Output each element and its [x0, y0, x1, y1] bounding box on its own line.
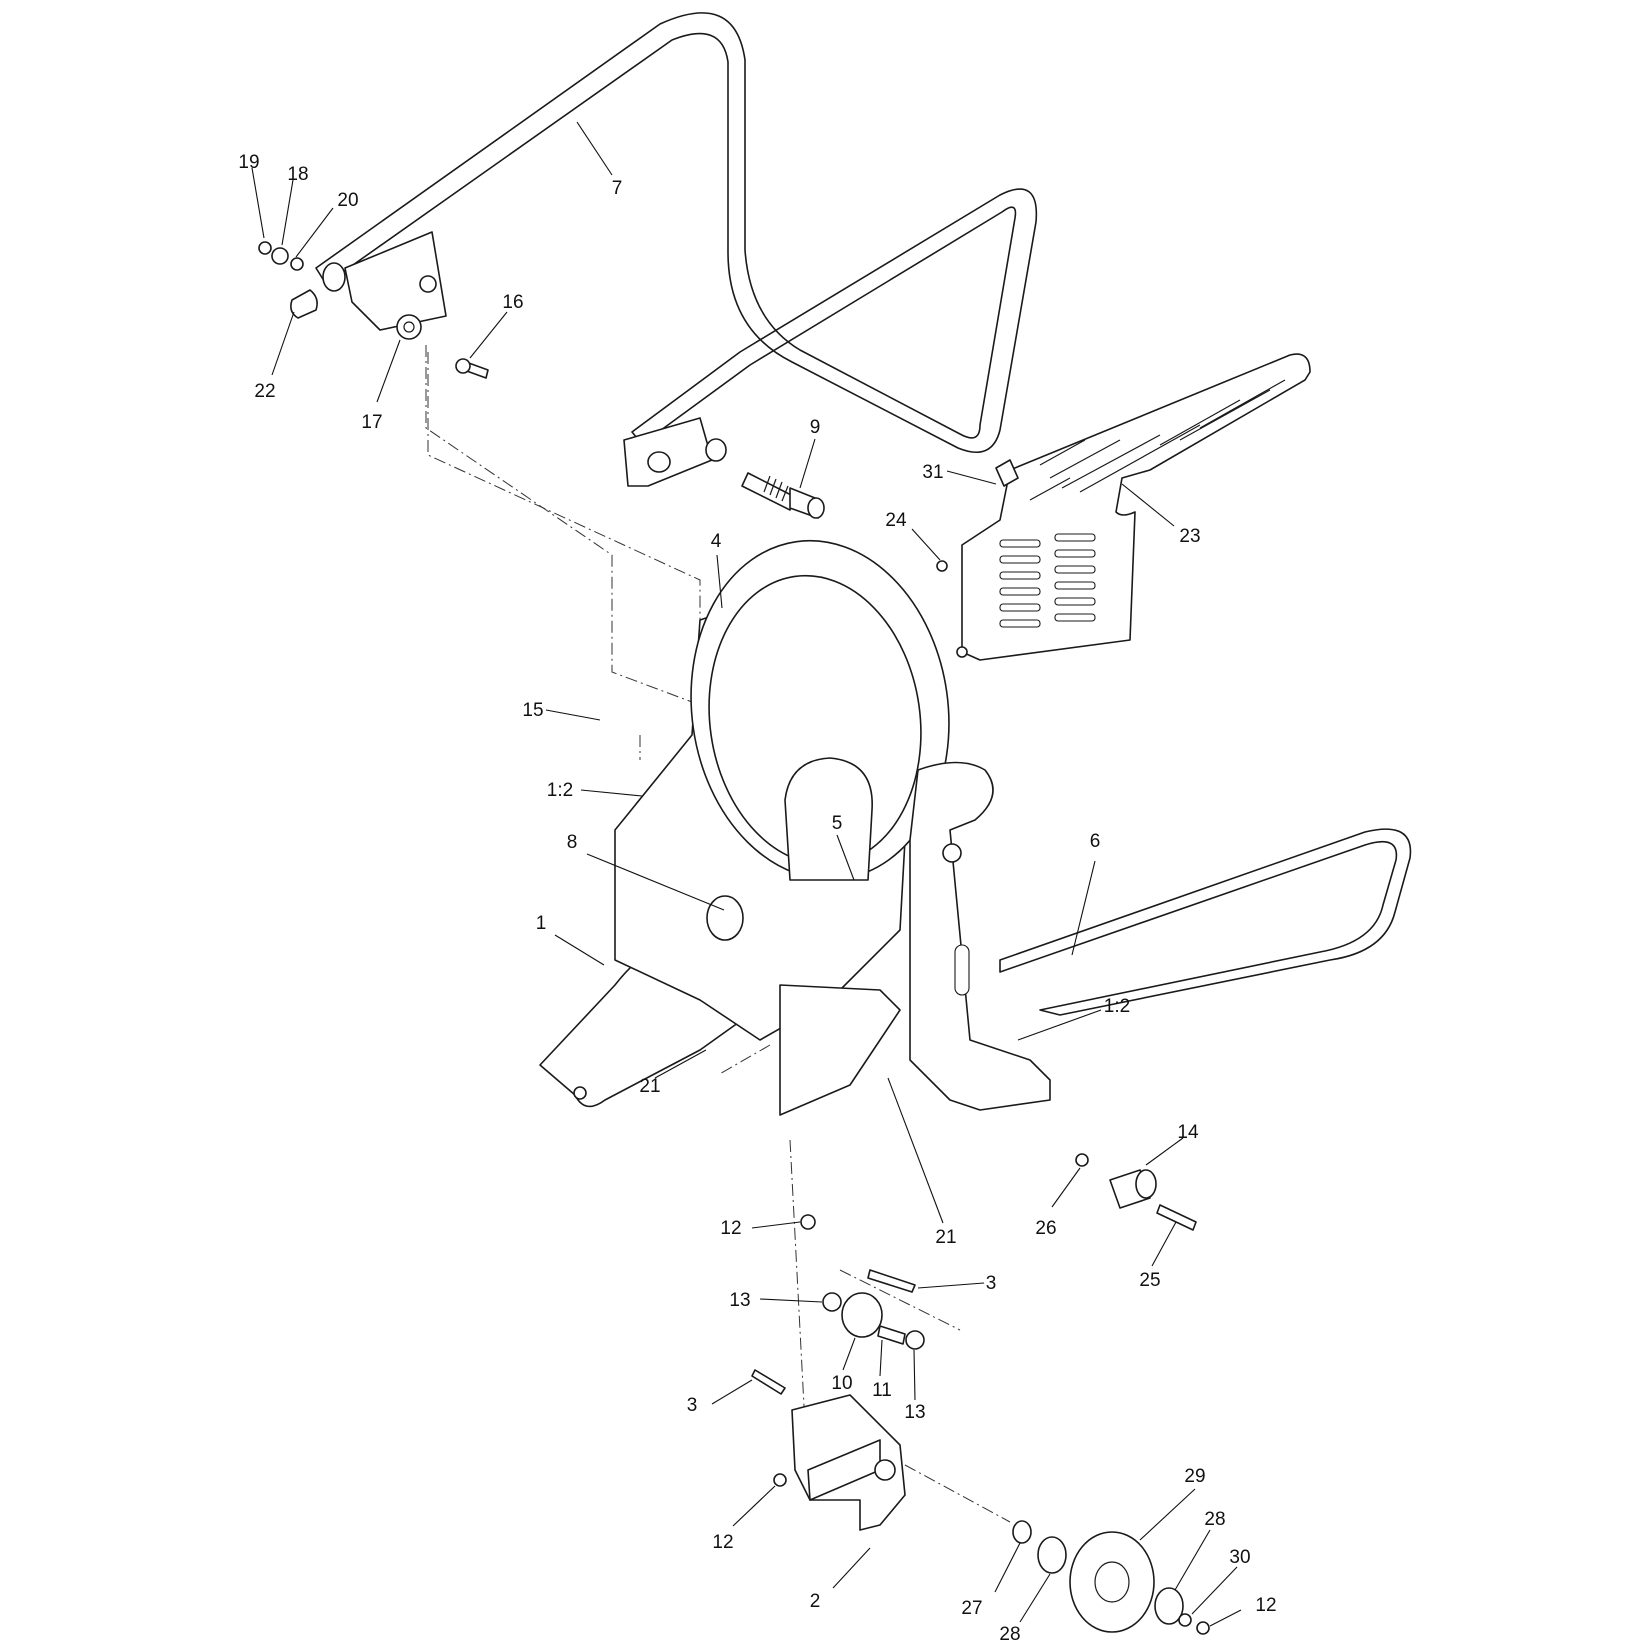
callout-27: 27 — [961, 1598, 982, 1619]
callout-18: 18 — [287, 164, 308, 185]
callout-9: 9 — [810, 417, 821, 438]
callout-1-2-a: 1:2 — [547, 780, 573, 801]
callout-3-b: 3 — [687, 1395, 698, 1416]
callout-31: 31 — [922, 462, 943, 483]
callout-14: 14 — [1177, 1122, 1199, 1143]
handle-hardware — [258, 241, 825, 519]
callout-16: 16 — [502, 292, 523, 313]
handle-bar — [315, 12, 1038, 487]
idler-bracket — [791, 1394, 906, 1531]
drive-belt — [999, 828, 1412, 1016]
callout-25: 25 — [1139, 1270, 1160, 1291]
callout-6: 6 — [1090, 831, 1101, 852]
callout-28-b: 28 — [999, 1624, 1020, 1642]
callout-24: 24 — [885, 510, 907, 531]
roller-hardware — [1075, 1153, 1197, 1231]
callout-21-b: 21 — [935, 1227, 956, 1248]
guard-slots — [999, 379, 1286, 628]
assembly-dash-lines — [425, 345, 1011, 1523]
callout-7: 7 — [612, 178, 623, 199]
callout-23: 23 — [1179, 526, 1200, 547]
callout-19: 19 — [238, 152, 259, 173]
callout-15: 15 — [522, 700, 543, 721]
callout-22: 22 — [254, 381, 275, 402]
callout-17: 17 — [361, 412, 382, 433]
callout-12-c: 12 — [1255, 1595, 1276, 1616]
callout-10: 10 — [831, 1373, 852, 1394]
callout-12-a: 12 — [720, 1218, 741, 1239]
callout-5: 5 — [832, 813, 843, 834]
callout-28-a: 28 — [1204, 1509, 1225, 1530]
callout-1-2-b: 1:2 — [1104, 996, 1130, 1017]
callout-12-b: 12 — [712, 1532, 733, 1553]
callout-4: 4 — [711, 531, 722, 552]
callout-leaders — [251, 121, 1242, 1627]
callout-11: 11 — [872, 1380, 892, 1401]
callout-1: 1 — [536, 913, 547, 934]
callout-2: 2 — [810, 1591, 821, 1612]
callout-13-a: 13 — [729, 1290, 750, 1311]
callout-8: 8 — [567, 832, 578, 853]
callout-26: 26 — [1035, 1218, 1056, 1239]
callout-labels: 19 18 20 7 22 17 16 9 31 24 23 4 15 1:2 … — [238, 152, 1276, 1642]
callout-21-a: 21 — [639, 1076, 660, 1097]
callout-3-a: 3 — [986, 1273, 997, 1294]
callout-30: 30 — [1229, 1547, 1250, 1568]
callout-13-b: 13 — [904, 1402, 925, 1423]
pulley-assembly — [1012, 1520, 1210, 1635]
callout-20: 20 — [337, 190, 358, 211]
guard-plate — [936, 353, 1311, 661]
callout-29: 29 — [1184, 1466, 1205, 1487]
mid-hardware — [751, 1214, 925, 1487]
main-frame — [539, 539, 1051, 1116]
